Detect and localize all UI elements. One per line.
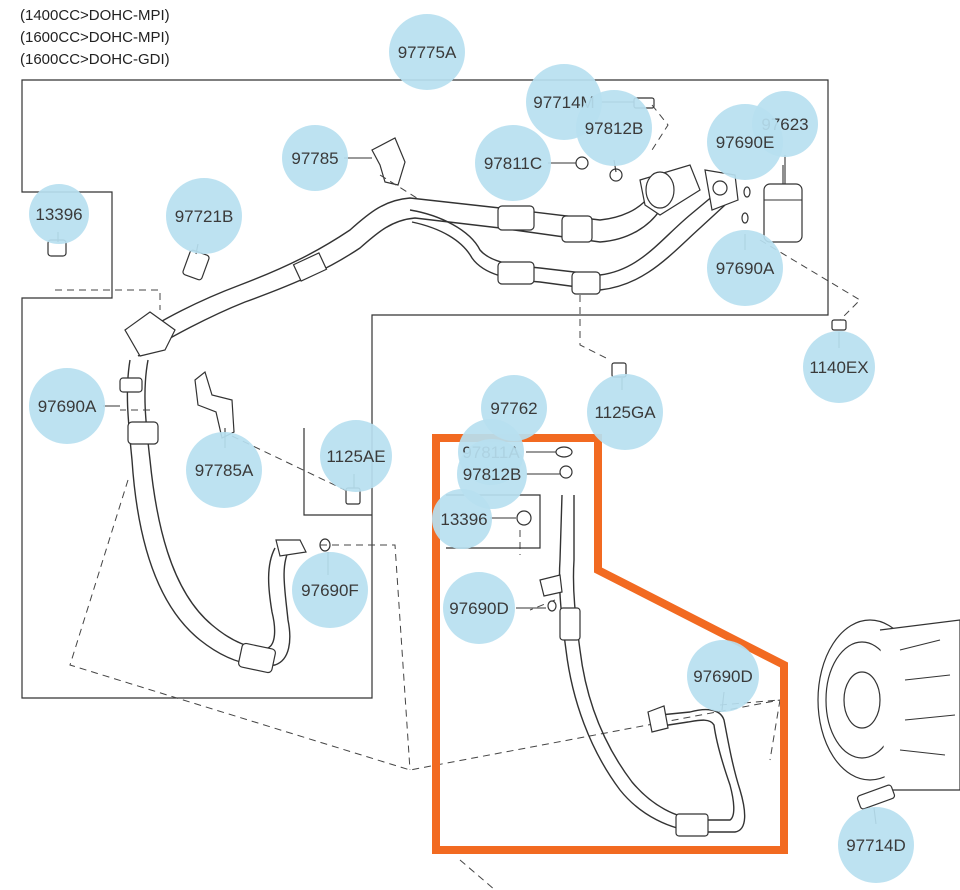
hose-ferrule xyxy=(127,421,159,445)
callout-97785A[interactable]: 97785A xyxy=(186,432,262,508)
hose-ferrule xyxy=(571,271,601,295)
svg-text:97690E: 97690E xyxy=(716,133,775,152)
svg-text:13396: 13396 xyxy=(440,510,487,529)
ac-compressor xyxy=(817,619,960,810)
svg-text:13396: 13396 xyxy=(35,205,82,224)
svg-text:97775A: 97775A xyxy=(398,43,457,62)
callout-97785[interactable]: 97785 xyxy=(282,125,348,191)
svg-text:97812B: 97812B xyxy=(463,465,522,484)
hose-ferrule xyxy=(561,215,593,243)
bolt-1140EX xyxy=(831,319,847,331)
callout-97775A[interactable]: 97775A xyxy=(389,14,465,90)
svg-text:97812B: 97812B xyxy=(585,119,644,138)
svg-text:97690D: 97690D xyxy=(449,599,509,618)
svg-text:97714M: 97714M xyxy=(533,93,594,112)
callout-97690E[interactable]: 97690E xyxy=(707,104,783,180)
engine-variant-2: (1600CC>DOHC-MPI) xyxy=(20,29,170,46)
nut-97812B xyxy=(559,465,573,479)
callout-bubbles: 97775A 97714M 97812B 97623 97690E 97785 xyxy=(29,14,914,883)
callout-13396-left[interactable]: 13396 xyxy=(29,184,89,244)
hose-ferrule xyxy=(292,252,328,282)
pressure-sensor-97623 xyxy=(763,165,803,243)
svg-text:97721B: 97721B xyxy=(175,207,234,226)
callout-97811C[interactable]: 97811C xyxy=(475,125,551,201)
expansion-valve-block xyxy=(639,164,739,216)
callout-1125GA[interactable]: 1125GA xyxy=(587,374,663,450)
discharge-hose-upper xyxy=(409,189,726,295)
svg-text:97690F: 97690F xyxy=(301,581,359,600)
hose-clamp-boundary xyxy=(303,428,372,516)
callout-97812B-bottom[interactable]: 97812B xyxy=(457,439,527,509)
callout-97690A-left[interactable]: 97690A xyxy=(29,368,105,444)
callout-97812B-top[interactable]: 97812B xyxy=(576,90,652,166)
callout-97690D-right[interactable]: 97690D xyxy=(687,640,759,712)
callout-97690F[interactable]: 97690F xyxy=(292,552,368,628)
hose-end-fitting xyxy=(647,705,669,733)
discharge-hose-97762 xyxy=(516,446,746,837)
svg-text:97690A: 97690A xyxy=(38,397,97,416)
engine-variant-3: (1600CC>DOHC-GDI) xyxy=(20,51,170,68)
callout-97714D[interactable]: 97714D xyxy=(838,807,914,883)
callout-97690D-left[interactable]: 97690D xyxy=(443,572,515,644)
bracket-97785 xyxy=(371,137,406,186)
hose-ferrule xyxy=(559,607,581,641)
o-ring-97690A xyxy=(741,212,749,224)
callout-1140EX[interactable]: 1140EX xyxy=(803,331,875,403)
hose-clip xyxy=(539,574,563,597)
callout-97721B[interactable]: 97721B xyxy=(166,178,242,254)
callout-13396-bottom[interactable]: 13396 xyxy=(432,489,492,549)
bracket-97785A xyxy=(194,370,235,439)
hose-ferrule xyxy=(675,813,709,837)
svg-text:97762: 97762 xyxy=(490,399,537,418)
hose-end-fitting xyxy=(275,539,307,557)
hose-ferrule xyxy=(238,642,276,674)
o-ring-97811C xyxy=(575,156,589,170)
o-ring-97811A xyxy=(555,446,573,458)
callout-97690A-right[interactable]: 97690A xyxy=(707,230,783,306)
svg-text:97785A: 97785A xyxy=(195,461,254,480)
svg-text:97690D: 97690D xyxy=(693,667,753,686)
nut-13396 xyxy=(516,510,532,526)
suction-hose xyxy=(131,194,661,357)
callout-1125AE[interactable]: 1125AE xyxy=(320,420,392,492)
o-ring-97690D xyxy=(547,600,557,612)
bolt-97714D xyxy=(856,784,896,810)
o-ring-97690E xyxy=(743,186,751,198)
svg-text:1140EX: 1140EX xyxy=(809,358,868,377)
svg-text:1125GA: 1125GA xyxy=(594,403,656,422)
left-suction-hose xyxy=(126,359,307,674)
assembly-boundary xyxy=(21,79,829,699)
hose-ferrule xyxy=(497,261,535,285)
svg-text:1125AE: 1125AE xyxy=(326,447,385,466)
hose-ferrule xyxy=(497,205,535,231)
svg-text:97714D: 97714D xyxy=(846,836,906,855)
svg-text:97785: 97785 xyxy=(291,149,338,168)
engine-variant-1: (1400CC>DOHC-MPI) xyxy=(20,7,170,24)
svg-text:97690A: 97690A xyxy=(716,259,775,278)
svg-text:97811C: 97811C xyxy=(484,154,542,173)
